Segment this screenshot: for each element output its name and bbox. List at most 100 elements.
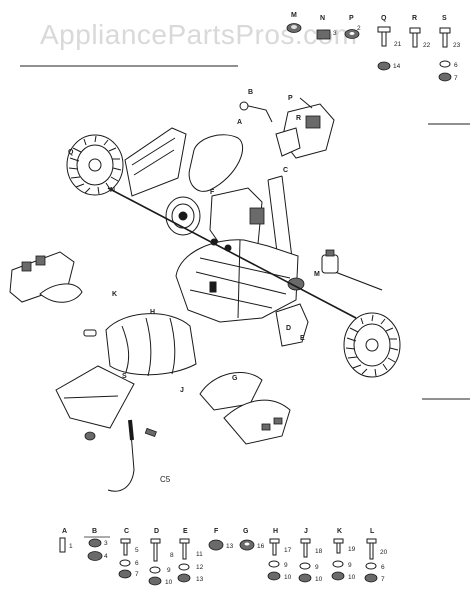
bolt-icon bbox=[123, 542, 128, 556]
flange-nut-icon bbox=[208, 539, 224, 551]
bolt-icon bbox=[153, 542, 158, 562]
nut-icon bbox=[331, 571, 345, 581]
callout-f: F bbox=[210, 189, 215, 196]
lock-washer-icon bbox=[149, 566, 161, 574]
exploded-view: A B C D E F G H J K M N P Q R S C5 bbox=[9, 89, 401, 492]
key-number: 8 bbox=[170, 552, 174, 559]
engine-assembly bbox=[239, 97, 335, 159]
left-tire bbox=[66, 134, 124, 196]
callout-d: D bbox=[286, 325, 291, 332]
bolt-icon bbox=[182, 542, 187, 560]
bolt-icon bbox=[303, 542, 308, 558]
transmission-housing bbox=[175, 239, 305, 323]
key-number: 10 bbox=[348, 574, 356, 581]
key-number: 4 bbox=[104, 553, 108, 560]
key-letter: J bbox=[304, 528, 308, 535]
key-number: 3 bbox=[104, 540, 108, 547]
key-letter: A bbox=[62, 528, 67, 535]
key-number: 7 bbox=[381, 576, 385, 583]
callout-h: H bbox=[150, 309, 155, 316]
key-number: 6 bbox=[454, 62, 458, 69]
key-number: 7 bbox=[135, 571, 139, 578]
bolt-icon bbox=[369, 542, 374, 560]
callout-n: N bbox=[110, 187, 115, 194]
key-number: 21 bbox=[394, 41, 402, 48]
key-number: 22 bbox=[423, 42, 431, 49]
hardware-key-bottom: A 1 B 3 4 C 5 6 7 D 8 9 10 E 11 12 1 bbox=[59, 528, 388, 586]
bolt-icon bbox=[272, 542, 277, 556]
key-number: 3 bbox=[333, 30, 337, 37]
key-number: 2 bbox=[357, 25, 361, 32]
key-number: 13 bbox=[196, 576, 204, 583]
bolt-icon bbox=[409, 27, 421, 48]
knob bbox=[84, 431, 96, 441]
bolt-icon bbox=[439, 27, 451, 48]
nut-icon bbox=[298, 573, 312, 583]
pin-icon bbox=[59, 537, 66, 553]
right-tire bbox=[343, 312, 401, 378]
callout-m: M bbox=[314, 271, 320, 278]
key-number: 1 bbox=[69, 543, 73, 550]
key-letter: S bbox=[442, 15, 447, 22]
key-letter: B bbox=[92, 528, 97, 535]
nut-icon bbox=[118, 569, 132, 579]
lock-washer-icon bbox=[299, 562, 311, 570]
key-letter: P bbox=[349, 15, 354, 22]
side-shield bbox=[9, 251, 83, 303]
callout-q: Q bbox=[68, 149, 74, 156]
key-number: 7 bbox=[454, 75, 458, 82]
callout-g: G bbox=[232, 375, 238, 382]
key-number: 9 bbox=[284, 562, 288, 569]
key-letter: H bbox=[273, 528, 278, 535]
nut-icon bbox=[364, 573, 378, 583]
key-letter: K bbox=[337, 528, 342, 535]
callout-b: B bbox=[248, 89, 253, 96]
tine-hood bbox=[105, 313, 197, 377]
key-letter: D bbox=[154, 528, 159, 535]
key-number: 14 bbox=[393, 63, 401, 70]
key-number: 5 bbox=[135, 547, 139, 554]
nut-icon bbox=[377, 61, 391, 71]
key-number: 10 bbox=[165, 579, 173, 586]
lock-washer-icon bbox=[365, 562, 377, 570]
lock-washer-icon bbox=[268, 560, 280, 568]
key-number: 17 bbox=[284, 547, 292, 554]
key-letter: L bbox=[370, 528, 375, 535]
hex-nut-icon bbox=[316, 29, 331, 40]
key-number: 20 bbox=[380, 549, 388, 556]
key-letter: N bbox=[320, 15, 325, 22]
key-number: 10 bbox=[315, 576, 323, 583]
callout-p: P bbox=[288, 95, 293, 102]
key-letter: F bbox=[214, 528, 219, 535]
key-number: 19 bbox=[348, 546, 356, 553]
key-number: 9 bbox=[167, 567, 171, 574]
callout-a: A bbox=[237, 119, 242, 126]
clip bbox=[209, 281, 217, 293]
bolt-icon bbox=[336, 542, 341, 554]
frame-column bbox=[267, 175, 293, 261]
callout-e: E bbox=[300, 335, 305, 342]
key-number: 9 bbox=[348, 562, 352, 569]
key-number: 18 bbox=[315, 548, 323, 555]
pulley bbox=[165, 196, 201, 236]
key-number: 6 bbox=[381, 564, 385, 571]
key-number: 16 bbox=[257, 543, 265, 550]
lower-shield-upper bbox=[199, 372, 263, 411]
bearing-block bbox=[321, 254, 339, 274]
lock-washer-icon bbox=[332, 560, 344, 568]
key-number: 10 bbox=[284, 574, 292, 581]
v-belt bbox=[188, 134, 244, 192]
key-letter: M bbox=[291, 12, 297, 19]
hardware-key-top: M N 3 P 2 Q 21 14 R 22 S 23 bbox=[286, 12, 461, 82]
nut-icon bbox=[267, 571, 281, 581]
key-letter: G bbox=[243, 528, 249, 535]
key-letter: E bbox=[183, 528, 188, 535]
washer-icon bbox=[87, 551, 103, 561]
drag-bar-bracket bbox=[275, 303, 309, 347]
key-letter: C bbox=[124, 528, 129, 535]
nut-icon bbox=[177, 573, 191, 583]
callout-c: C bbox=[283, 167, 288, 174]
callout-k: K bbox=[112, 291, 117, 298]
key-number: 9 bbox=[315, 564, 319, 571]
